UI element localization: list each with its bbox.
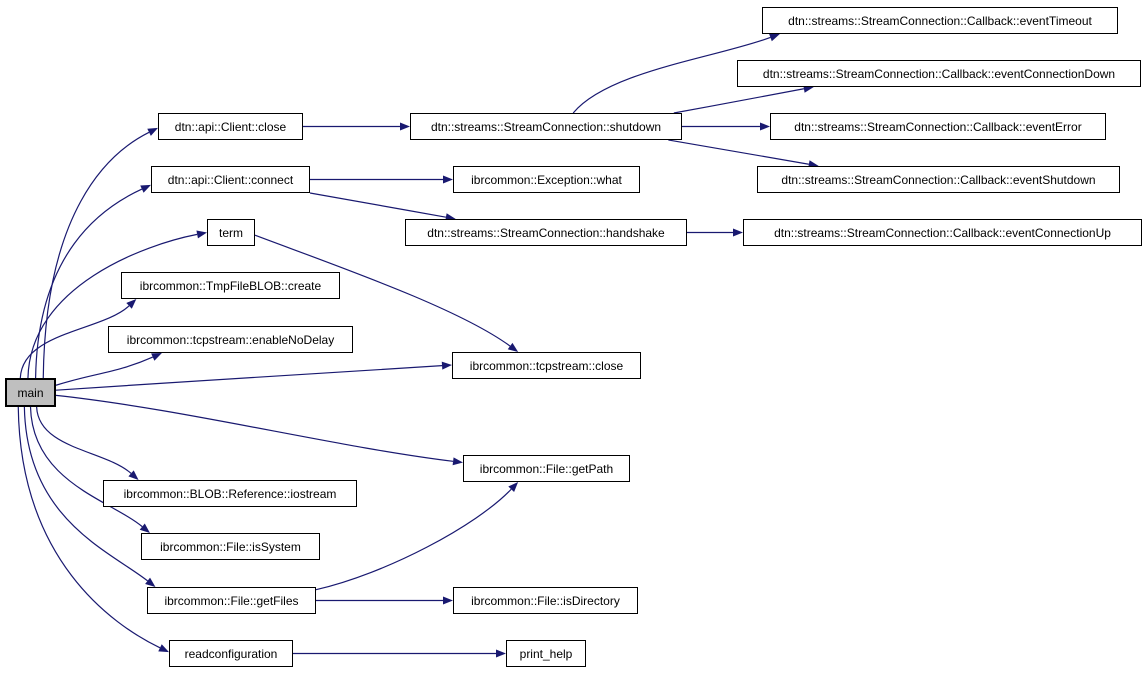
graph-node-event-connection-down[interactable]: dtn::streams::StreamConnection::Callback… bbox=[737, 60, 1141, 87]
arrowhead-client-close-streamconnection-shutdown bbox=[400, 122, 410, 131]
graph-node-term[interactable]: term bbox=[207, 219, 255, 246]
graph-node-event-connection-up[interactable]: dtn::streams::StreamConnection::Callback… bbox=[743, 219, 1142, 246]
graph-node-file-issystem[interactable]: ibrcommon::File::isSystem bbox=[141, 533, 320, 560]
arrowhead-streamconnection-shutdown-event-error bbox=[760, 122, 770, 131]
graph-node-readconfiguration[interactable]: readconfiguration bbox=[169, 640, 293, 667]
arrowhead-main-client-close bbox=[147, 127, 158, 136]
arrowhead-streamconnection-shutdown-event-timeout bbox=[769, 33, 780, 42]
graph-node-print-help[interactable]: print_help bbox=[506, 640, 586, 667]
arrowhead-main-tcpstream-enablenodelay bbox=[151, 353, 162, 361]
arrowhead-file-getfiles-file-isdirectory bbox=[443, 596, 453, 605]
arrowhead-main-file-getfiles bbox=[145, 577, 156, 587]
graph-node-streamconnection-handshake[interactable]: dtn::streams::StreamConnection::handshak… bbox=[405, 219, 687, 246]
graph-node-client-close[interactable]: dtn::api::Client::close bbox=[158, 113, 303, 140]
graph-node-main: main bbox=[5, 378, 56, 407]
arrowhead-main-term bbox=[196, 230, 207, 239]
edge-main-term bbox=[27, 233, 198, 379]
graph-node-file-getpath[interactable]: ibrcommon::File::getPath bbox=[463, 455, 630, 482]
arrowhead-main-tcpstream-close bbox=[441, 361, 452, 370]
graph-node-tcpstream-enablenodelay[interactable]: ibrcommon::tcpstream::enableNoDelay bbox=[108, 326, 353, 353]
graph-node-event-error[interactable]: dtn::streams::StreamConnection::Callback… bbox=[770, 113, 1106, 140]
edge-file-getfiles-file-getpath bbox=[315, 488, 512, 591]
edge-main-tcpstream-enablenodelay bbox=[55, 356, 154, 386]
graph-node-blob-reference-iostream[interactable]: ibrcommon::BLOB::Reference::iostream bbox=[103, 480, 357, 507]
arrowhead-main-tmpfileblob-create bbox=[126, 299, 137, 309]
graph-node-streamconnection-shutdown[interactable]: dtn::streams::StreamConnection::shutdown bbox=[410, 113, 682, 140]
arrowhead-file-getfiles-file-getpath bbox=[508, 482, 519, 492]
arrowhead-term-tcpstream-close bbox=[507, 342, 519, 352]
arrowhead-main-file-issystem bbox=[139, 523, 150, 533]
edge-main-blob-reference-iostream bbox=[36, 406, 132, 474]
arrowhead-client-connect-exception-what bbox=[443, 175, 453, 184]
edge-client-connect-streamconnection-handshake bbox=[309, 192, 447, 218]
edge-streamconnection-shutdown-event-timeout bbox=[572, 36, 771, 114]
edge-term-tcpstream-close bbox=[254, 234, 511, 347]
arrowhead-readconfiguration-print-help bbox=[496, 649, 506, 658]
edge-main-file-issystem bbox=[29, 406, 143, 528]
edge-streamconnection-shutdown-event-shutdown bbox=[668, 139, 809, 165]
graph-node-file-getfiles[interactable]: ibrcommon::File::getFiles bbox=[147, 587, 316, 614]
edge-main-tcpstream-close bbox=[55, 365, 443, 391]
graph-node-file-isdirectory[interactable]: ibrcommon::File::isDirectory bbox=[453, 587, 638, 614]
edge-main-file-getfiles bbox=[23, 406, 148, 582]
graph-node-event-shutdown[interactable]: dtn::streams::StreamConnection::Callback… bbox=[757, 166, 1120, 193]
graph-node-tmpfileblob-create[interactable]: ibrcommon::TmpFileBLOB::create bbox=[121, 272, 340, 299]
edge-main-readconfiguration bbox=[17, 406, 161, 649]
arrowhead-main-client-connect bbox=[140, 184, 151, 193]
graph-node-exception-what[interactable]: ibrcommon::Exception::what bbox=[453, 166, 640, 193]
arrowhead-main-blob-reference-iostream bbox=[128, 470, 139, 480]
edge-main-client-connect bbox=[35, 188, 143, 379]
graph-node-tcpstream-close[interactable]: ibrcommon::tcpstream::close bbox=[452, 352, 641, 379]
arrowhead-main-readconfiguration bbox=[158, 644, 169, 653]
edge-main-file-getpath bbox=[55, 394, 454, 462]
edge-main-tmpfileblob-create bbox=[19, 305, 130, 379]
arrowhead-streamconnection-handshake-event-connection-up bbox=[733, 228, 743, 237]
graph-node-client-connect[interactable]: dtn::api::Client::connect bbox=[151, 166, 310, 193]
graph-node-event-timeout[interactable]: dtn::streams::StreamConnection::Callback… bbox=[762, 7, 1118, 34]
edge-streamconnection-shutdown-event-connection-down bbox=[673, 88, 805, 114]
arrowhead-main-file-getpath bbox=[452, 457, 463, 466]
